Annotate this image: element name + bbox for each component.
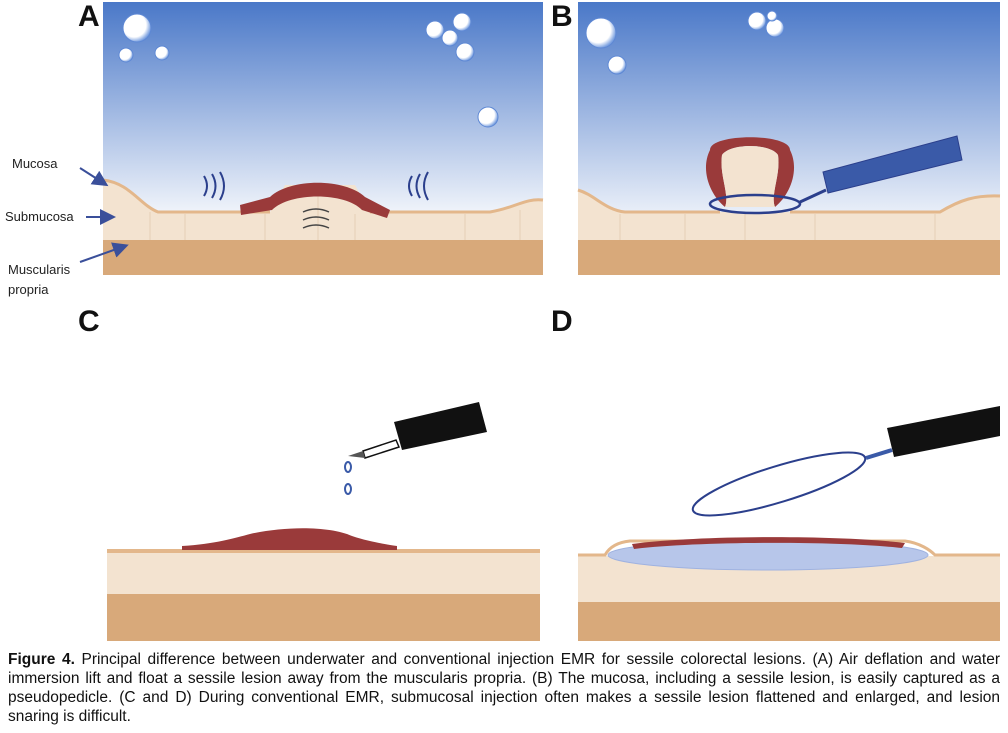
panel-c-muscularis [107,594,540,641]
panel-a: A [78,0,544,275]
panel-c-needle-tip [348,451,365,458]
panel-b-water [578,2,1000,242]
panel-c-needle-sheath [362,439,401,459]
panel-d-snare-wire [865,448,893,460]
panel-b-submucosa [578,190,1000,242]
panel-c-droplet-1 [344,461,352,473]
panel-b-submucosa-dividers [619,214,936,240]
caption-text: Principal difference between underwater … [8,651,1000,725]
arrow-muscularis [79,242,129,263]
figure-diagram: A Mucosa Submucosa Muscularis propria B [5,0,1001,641]
panel-c-letter: C [78,305,100,338]
panel-a-lesion [240,182,390,218]
panel-b-muscularis [578,240,1000,275]
panel-a-float-waves [203,171,429,201]
panel-d: D [551,305,1000,641]
panel-b-snare-catheter [822,135,963,194]
panel-b-letter: B [551,0,573,33]
panel-b-bubbles [585,10,785,75]
panel-b-snare-loop [708,193,802,215]
panel-a-bubbles [118,12,499,128]
panel-d-enlarged-lesion [632,537,905,549]
panel-c-flattened-lesion [182,528,397,550]
arrow-mucosa [79,167,109,187]
panel-d-snare-loop [691,451,867,517]
caption-label: Figure 4. [8,651,75,668]
panel-a-submucosa [103,180,543,245]
panel-a-lift-marks [302,208,330,229]
panel-a-muscularis [103,240,543,275]
panel-a-submucosa-dividers [149,190,521,240]
panel-c-submucosa [107,552,540,594]
panel-d-snare-scope [887,406,1000,457]
panel-a-mucosa-line [102,178,544,214]
panel-c: C [78,305,540,641]
panel-b-snare-wire [799,188,827,204]
panel-b-pseudopedicle-fill [721,146,779,207]
label-muscularis-line1: Muscularis [8,262,71,277]
panel-b-pseudopedicle-lesion [705,137,795,207]
label-submucosa: Submucosa [5,209,74,224]
layer-labels: Mucosa Submucosa Muscularis propria [5,156,129,297]
label-muscularis-line2: propria [8,282,49,297]
panel-a-letter: A [78,0,100,33]
panel-c-injection-scope [394,402,487,450]
figure-caption: Figure 4. Principal difference between u… [8,650,1000,726]
label-mucosa: Mucosa [12,156,58,171]
panel-c-droplet-2 [344,483,352,495]
panel-b: B [551,0,1001,275]
panel-d-letter: D [551,305,573,338]
panel-d-muscularis [578,602,1000,641]
panel-b-mucosa-line [577,188,1001,214]
